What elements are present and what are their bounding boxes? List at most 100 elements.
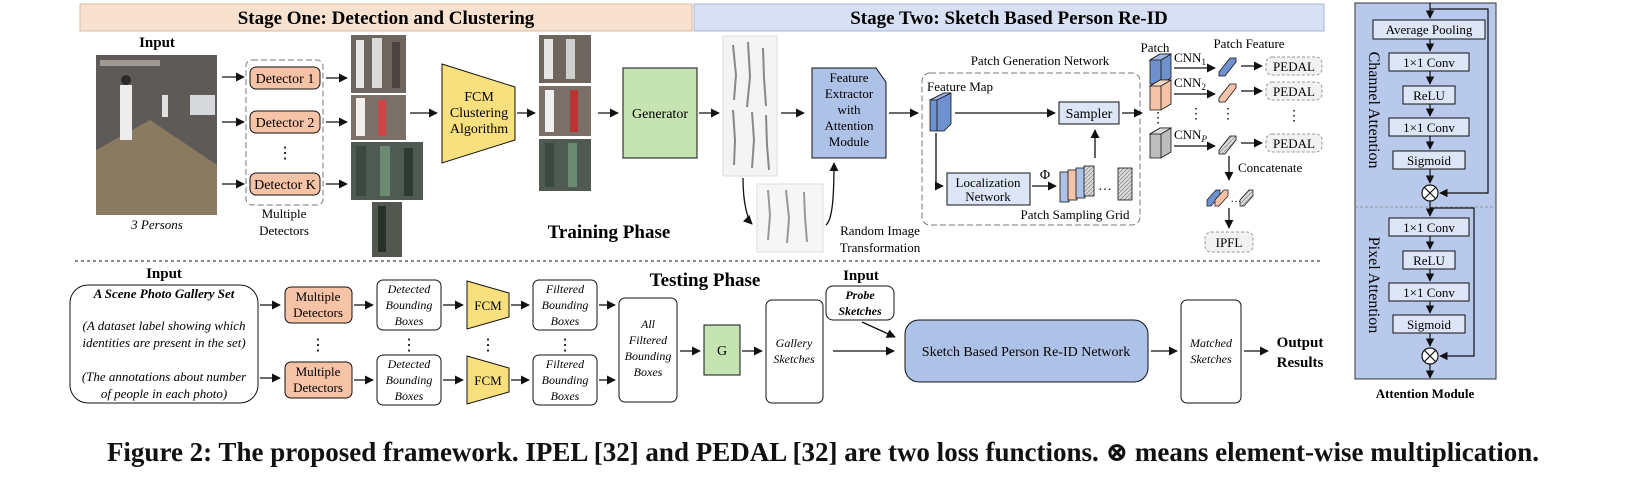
detected-top-3: Boxes	[395, 314, 424, 328]
gallery-sketches-1: Gallery	[776, 336, 813, 350]
generator-block	[622, 67, 698, 159]
clustered-crops	[539, 35, 591, 191]
fcm-training-label-1: FCM	[464, 90, 494, 105]
matched-1: Matched	[1189, 336, 1233, 350]
pixel-relu-label: ReLU	[1413, 253, 1445, 268]
localization-block	[946, 172, 1031, 206]
training-phase-label: Training Phase	[548, 222, 671, 243]
pixel-conv-2	[1388, 282, 1470, 302]
patch-sampling-grid-label: Patch Sampling Grid	[1020, 207, 1130, 222]
detector-1-label: Detector 1	[256, 72, 315, 87]
svg-text:⋮: ⋮	[480, 337, 496, 354]
output-1: Output	[1277, 335, 1324, 351]
feature-map-label: Feature Map	[927, 79, 993, 94]
gallery-sketches-2: Sketches	[773, 352, 815, 366]
matched-2: Sketches	[1190, 352, 1232, 366]
generated-sketches	[722, 35, 824, 253]
probe-input-label: Input	[843, 268, 879, 284]
g-block	[703, 324, 741, 376]
filtered-top-1: Filtered	[545, 282, 585, 296]
channel-conv-2	[1388, 117, 1470, 137]
detected-bottom-1: Detected	[387, 357, 432, 371]
channel-relu-label: ReLU	[1413, 88, 1445, 103]
svg-text:⋮: ⋮	[1221, 107, 1235, 122]
filtered-boxes-bottom	[532, 354, 598, 406]
cnn-p-label: CNNP	[1174, 127, 1207, 144]
detected-boxes-bottom	[376, 354, 442, 406]
pixel-conv-2-label: 1×1 Conv	[1403, 285, 1455, 300]
pixel-conv-1	[1388, 217, 1470, 237]
gallery-note2-line1: (The annotations about number	[82, 369, 247, 384]
detected-top-1: Detected	[387, 282, 432, 296]
patch-gen-network-label: Patch Generation Network	[971, 53, 1110, 68]
fcm-training-label-3: Algorithm	[450, 122, 508, 137]
gallery-note1-line1: (A dataset label showing which	[83, 318, 246, 333]
reid-network-label: Sketch Based Person Re-ID Network	[922, 345, 1130, 360]
detected-bottom-2: Bounding	[386, 373, 433, 387]
feature-extractor-label-2: Extractor	[825, 86, 874, 101]
gallery-sketches-box	[765, 299, 824, 404]
detected-bottom-3: Boxes	[395, 389, 424, 403]
concatenate-label: Concatenate	[1238, 160, 1302, 175]
feature-extractor-label-1: Feature	[830, 70, 869, 85]
cnn-2-label: CNN2	[1174, 75, 1206, 92]
detected-boxes-top	[376, 279, 442, 331]
phi-label: Φ	[1040, 168, 1050, 183]
concatenated-feature: …	[1206, 189, 1254, 207]
channel-sigmoid	[1392, 150, 1466, 170]
avg-pool-label: Average Pooling	[1386, 22, 1473, 37]
probe-sketches-box	[825, 285, 895, 321]
test-detectors-top-label-2: Detectors	[293, 305, 343, 320]
multiple-detectors-label-2: Detectors	[259, 223, 309, 238]
detection-crops	[351, 35, 423, 257]
gallery-set-title: A Scene Photo Gallery Set	[93, 286, 235, 301]
fcm-test-top-label: FCM	[474, 298, 502, 313]
fcm-test-bottom	[466, 355, 510, 405]
pedal-2-box	[1265, 81, 1323, 101]
avg-pool-block	[1372, 19, 1486, 40]
pedal-1-box	[1265, 56, 1323, 76]
feature-extractor-block	[811, 67, 887, 159]
framework-diagram: Stage One: Detection and Clustering Stag…	[69, 2, 1497, 406]
all-filtered-3: Bounding	[625, 349, 672, 363]
scene-photo	[96, 55, 217, 215]
stage-two-banner	[693, 3, 1325, 32]
all-filtered-box	[618, 297, 678, 403]
svg-text:⋮: ⋮	[1151, 111, 1165, 126]
g-label: G	[717, 344, 727, 359]
ipfl-label: IPFL	[1216, 235, 1243, 250]
fcm-training-label-2: Clustering	[450, 106, 508, 121]
patch-cubes	[1148, 53, 1173, 159]
sampler-label: Sampler	[1066, 107, 1113, 122]
random-transform-label-2: Transformation	[840, 240, 921, 255]
stage-one-banner	[79, 3, 693, 32]
figure-caption: Figure 2: The proposed framework. IPEL […	[106, 437, 1540, 467]
sampler-block	[1058, 101, 1120, 125]
svg-text:⋮: ⋮	[401, 337, 417, 354]
pixel-multiply-icon	[1421, 347, 1439, 365]
detectors-group	[245, 59, 324, 206]
all-filtered-1: All	[640, 317, 656, 331]
probe-2: Sketches	[838, 304, 882, 318]
svg-text:⋮: ⋮	[1287, 109, 1301, 124]
channel-conv-1-label: 1×1 Conv	[1403, 55, 1455, 70]
multiple-detectors-label-1: Multiple	[262, 206, 307, 221]
svg-text:…: …	[1098, 179, 1112, 194]
localization-label-1: Localization	[956, 175, 1021, 190]
filtered-top-3: Boxes	[551, 314, 580, 328]
stage-one-title: Stage One: Detection and Clustering	[238, 8, 535, 29]
pedal-2-label: PEDAL	[1273, 84, 1315, 99]
training-input-label: Input	[139, 35, 175, 51]
attention-module-title: Attention Module	[1376, 386, 1475, 401]
feature-extractor-label-3: with	[837, 102, 861, 117]
test-detectors-bottom-label-2: Detectors	[293, 380, 343, 395]
filtered-boxes-top	[532, 279, 598, 331]
filtered-bottom-1: Filtered	[545, 357, 585, 371]
all-filtered-4: Boxes	[634, 365, 663, 379]
fcm-training-block	[441, 63, 516, 164]
patch-feature-label: Patch Feature	[1213, 36, 1284, 51]
channel-sigmoid-label: Sigmoid	[1407, 153, 1452, 168]
patch-feature-bars	[1218, 57, 1237, 155]
svg-text:…: …	[1231, 193, 1242, 205]
feature-extractor-label-4: Attention	[824, 118, 874, 133]
